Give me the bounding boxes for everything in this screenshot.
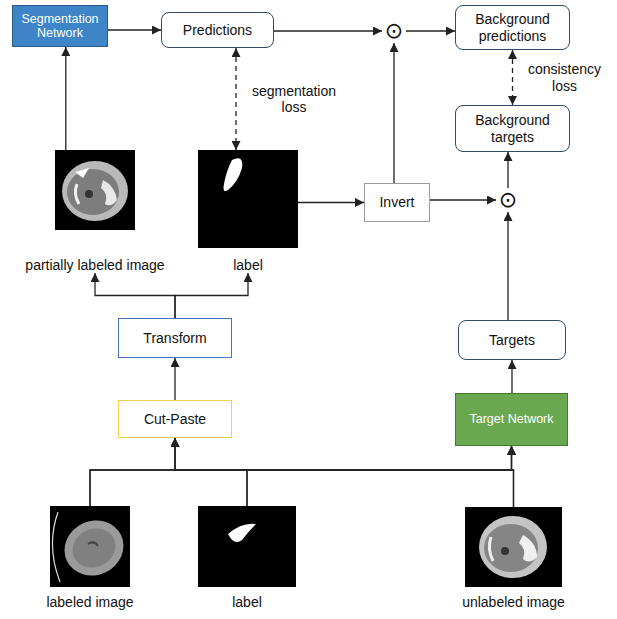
flow-arrow — [174, 358, 175, 400]
image-panel: label — [198, 506, 296, 610]
box-label: Invert — [379, 194, 414, 210]
image-caption: labeled image — [45, 594, 136, 610]
flow-arrow — [95, 273, 175, 318]
flow-arrow — [175, 438, 514, 507]
flow-arrow — [298, 202, 364, 203]
box-label: Background targets — [461, 112, 564, 144]
box-label: Targets — [489, 332, 535, 348]
image-caption: unlabeled image — [460, 594, 567, 610]
box-label: Transform — [143, 330, 206, 346]
flow-arrow — [406, 30, 455, 31]
network-box: Target Network — [455, 393, 568, 446]
flow-arrow — [90, 438, 175, 506]
flow-arrow — [507, 152, 508, 188]
network-box: Segmentation Network — [12, 5, 108, 47]
process-box: Predictions — [161, 12, 274, 48]
process-box: Background predictions — [455, 5, 570, 50]
image-panel: unlabeled image — [460, 507, 567, 610]
image-caption: label — [198, 594, 296, 610]
box-label: Target Network — [469, 412, 553, 426]
image-caption: label — [198, 257, 298, 273]
operator-symbol: ⊙ — [385, 20, 403, 42]
ct-scan-image — [55, 150, 135, 230]
flow-arrow — [90, 446, 512, 506]
flow-arrow — [511, 360, 512, 393]
loss-connector — [512, 50, 513, 105]
flow-arrow — [108, 29, 161, 30]
edge-label: consistency loss — [521, 61, 609, 93]
flow-arrow — [175, 273, 248, 318]
process-box: Cut-Paste — [118, 400, 232, 438]
label-mask-image — [198, 506, 296, 587]
flow-arrow — [247, 446, 512, 506]
box-label: Segmentation Network — [18, 12, 102, 41]
flow-arrow — [430, 199, 496, 200]
image-panel: partially labeled image — [24, 150, 167, 273]
image-panel: labeled image — [45, 506, 136, 610]
ct-scan-image — [465, 507, 562, 587]
flow-arrow — [175, 438, 247, 506]
flow-arrow — [393, 43, 394, 183]
flow-arrow — [65, 47, 66, 150]
operator-symbol: ⊙ — [499, 189, 517, 211]
process-box: Targets — [458, 320, 566, 360]
label-mask-image — [198, 150, 298, 248]
process-box: Background targets — [455, 105, 570, 152]
image-caption: partially labeled image — [24, 257, 167, 273]
process-box: Invert — [364, 183, 430, 222]
process-box: Transform — [118, 318, 232, 358]
ct-scan-image — [50, 506, 130, 587]
image-panel: label — [198, 150, 298, 273]
flow-arrow — [274, 30, 382, 31]
product-operator: ⊙ — [382, 19, 406, 43]
box-label: Background predictions — [461, 11, 564, 43]
box-label: Predictions — [183, 22, 252, 38]
flow-arrow — [507, 212, 508, 320]
box-label: Cut-Paste — [144, 411, 206, 427]
flow-arrow — [512, 446, 514, 507]
product-operator: ⊙ — [496, 188, 520, 212]
edge-label: segmentation loss — [244, 83, 344, 115]
loss-connector — [235, 48, 236, 150]
